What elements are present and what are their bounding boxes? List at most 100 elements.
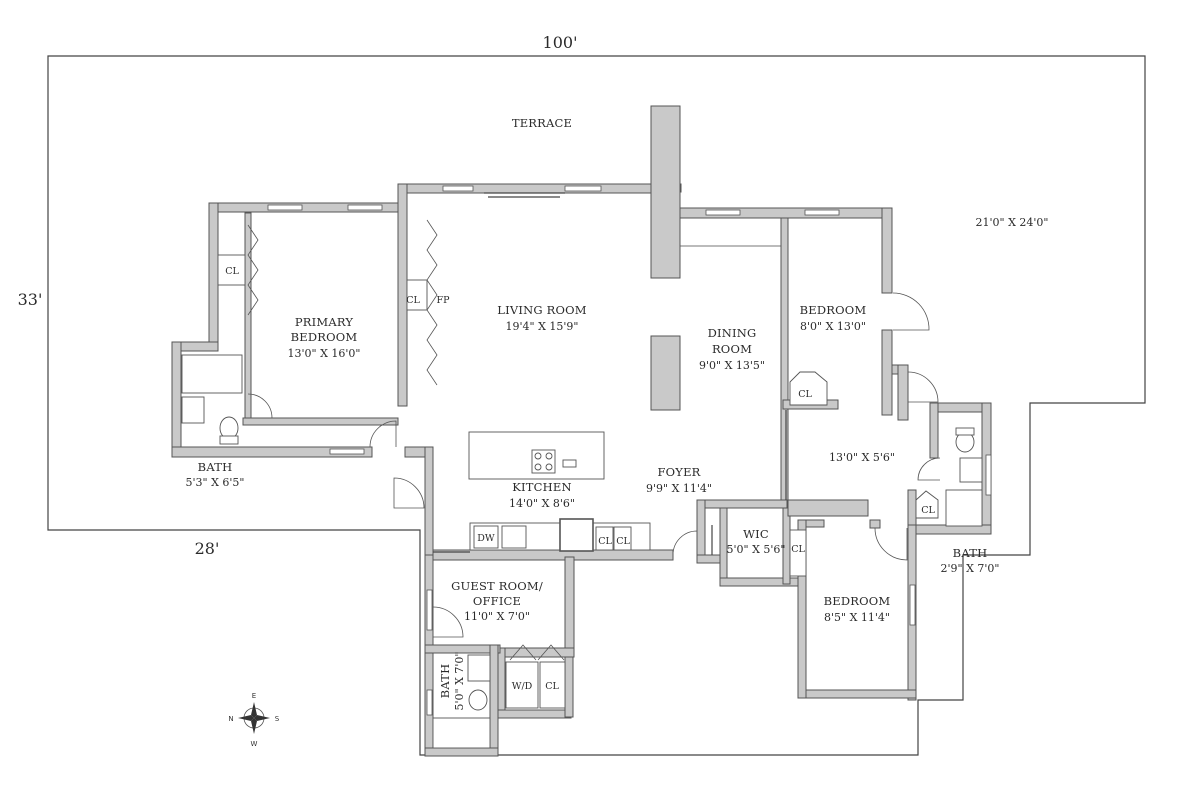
- closet: [915, 490, 939, 519]
- wall: [881, 207, 893, 294]
- washer-dryer-label: W/D: [512, 681, 533, 692]
- wall: [489, 644, 499, 756]
- wic-dims: 5'0" X 5'6": [727, 543, 786, 556]
- terrace-label: TERRACE: [512, 116, 572, 130]
- window: [985, 454, 992, 496]
- island-sink: [562, 459, 577, 468]
- bath-right-dims: 2'9" X 7'0": [941, 562, 1000, 575]
- wall: [929, 402, 939, 459]
- wall: [881, 329, 893, 416]
- door-swing: [369, 420, 397, 448]
- wall: [397, 183, 652, 194]
- primary-bedroom-label: BEDROOM: [291, 330, 358, 344]
- wall: [499, 647, 575, 658]
- overall-height-label: 33': [18, 290, 43, 309]
- window: [426, 589, 433, 631]
- vanity-sink: [467, 654, 491, 682]
- wall: [424, 554, 434, 756]
- primary-bath-dims: 5'3" X 6'5": [186, 476, 245, 489]
- door-swing: [917, 457, 941, 481]
- living-room-dims: 19'4" X 15'9": [506, 320, 579, 333]
- wall: [696, 499, 788, 509]
- kitchen-sink: [501, 525, 527, 549]
- closet-label: CL: [798, 389, 812, 400]
- compass-rose: E W N S: [228, 692, 279, 748]
- door-swing: [672, 530, 698, 556]
- primary-bedroom-label: PRIMARY: [295, 315, 354, 329]
- wall: [696, 499, 706, 563]
- chimney: [650, 105, 681, 279]
- bedroom-top-label: BEDROOM: [800, 303, 867, 317]
- wall: [244, 212, 252, 424]
- wall: [780, 217, 789, 501]
- wall: [424, 446, 434, 558]
- range: [559, 518, 594, 552]
- pantry-closet: [595, 526, 614, 551]
- closet-label: CL: [545, 681, 559, 692]
- foyer-dims: 9'9" X 11'4": [646, 482, 712, 495]
- guest-room-label: GUEST ROOM/: [451, 579, 543, 593]
- closet-label: CL: [616, 536, 630, 547]
- wall: [869, 519, 881, 529]
- window: [267, 204, 303, 211]
- primary-bath-label: BATH: [198, 460, 233, 474]
- kitchen-dims: 14'0" X 8'6": [509, 497, 575, 510]
- closet: [789, 529, 807, 577]
- closet-label: CL: [225, 266, 239, 277]
- compass-s: S: [275, 715, 280, 723]
- vanity-sink: [181, 396, 205, 424]
- dining-room-label: DINING: [708, 326, 757, 340]
- window: [804, 209, 840, 216]
- closet-door: [537, 644, 565, 661]
- door-swing: [874, 527, 908, 561]
- wall: [805, 519, 825, 528]
- window: [909, 584, 916, 626]
- wall: [171, 446, 373, 458]
- wall: [787, 499, 869, 517]
- compass-e: E: [252, 692, 256, 700]
- guest-room-label: OFFICE: [473, 594, 521, 608]
- window: [426, 689, 433, 716]
- dishwasher-label: DW: [477, 533, 495, 544]
- window: [705, 209, 741, 216]
- door-swing: [892, 292, 930, 331]
- guest-room-dims: 11'0" X 7'0": [464, 610, 530, 623]
- window: [347, 204, 383, 211]
- closet-door: [426, 219, 438, 386]
- wall: [797, 689, 917, 699]
- foyer-label: FOYER: [657, 465, 700, 479]
- toilet: [468, 689, 488, 711]
- kitchen-label: KITCHEN: [512, 480, 572, 494]
- door-swing: [432, 606, 464, 638]
- wall: [496, 709, 572, 719]
- closet: [406, 279, 428, 311]
- bathtub: [181, 354, 243, 394]
- guest-bath-label: BATH: [438, 664, 452, 699]
- wall: [208, 202, 219, 346]
- washer-dryer: [505, 661, 539, 709]
- closet-label: CL: [921, 505, 935, 516]
- dishwasher: [473, 525, 499, 549]
- window: [442, 185, 474, 192]
- terrace-outline: [47, 55, 1146, 756]
- shower: [945, 489, 983, 527]
- wall: [424, 644, 501, 654]
- hall-dims: 13'0" X 5'6": [829, 451, 895, 464]
- wic-label: WIC: [743, 527, 769, 541]
- closet: [789, 371, 828, 406]
- dining-soffit: [679, 217, 782, 247]
- guest-closet: [539, 661, 566, 709]
- window: [564, 185, 602, 192]
- bedroom-bottom-dims: 8'5" X 11'4": [824, 611, 890, 624]
- vanity-sink: [959, 457, 983, 483]
- closet-label: CL: [598, 536, 612, 547]
- bedroom-top-dims: 8'0" X 13'0": [800, 320, 866, 333]
- pantry-closet: [613, 526, 632, 551]
- wall: [242, 417, 399, 426]
- overall-width-label: 100': [543, 33, 578, 52]
- door-swing: [907, 371, 939, 403]
- compass-n: N: [228, 715, 233, 723]
- terrace-dims: 21'0" X 24'0": [976, 216, 1049, 229]
- door-swing: [247, 393, 273, 419]
